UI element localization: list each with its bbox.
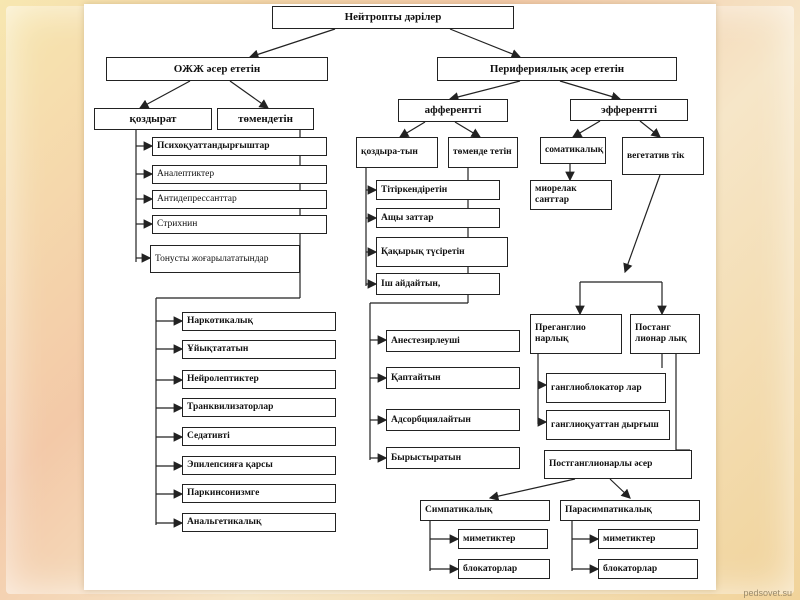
- cns-box: ОЖЖ әсер ететін: [106, 57, 328, 81]
- depr-item: Анальгетикалық: [182, 513, 336, 532]
- stim-item: Антидепрессанттар: [152, 190, 327, 209]
- aff-stim-item: Тітіркендіретін: [376, 180, 500, 200]
- ganglioblockers-box: ганглиоблокатор лар: [546, 373, 666, 403]
- postganglionic-effect-box: Постганглионарлы әсер: [544, 450, 692, 479]
- watermark: pedsovet.su: [743, 588, 792, 598]
- sympathetic-box: Симпатикалық: [420, 500, 550, 521]
- title-box: Нейтропты дәрілер: [272, 6, 514, 29]
- stim-item: Стрихнин: [152, 215, 327, 234]
- aff-depr-box: төменде тетін: [448, 137, 518, 168]
- aff-stim-box: қоздыра-тын: [356, 137, 438, 168]
- symp-mimetics-box: миметиктер: [458, 529, 548, 549]
- muscle-relaxants-box: миорелак санттар: [530, 180, 612, 210]
- depr-item: Паркинсонизмге: [182, 484, 336, 503]
- stim-item: Психоқуаттандырғыштар: [152, 137, 327, 156]
- depr-item: Нейролептиктер: [182, 370, 336, 389]
- aff-depr-item: Адсорбциялайтын: [386, 409, 520, 431]
- somatic-box: соматикалық: [540, 137, 606, 164]
- aff-stim-item: Іш айдайтын,: [376, 273, 500, 295]
- depressing-box: төмендетін: [217, 108, 314, 130]
- depr-item: Седативті: [182, 427, 336, 446]
- aff-depr-item: Бырыстыратын: [386, 447, 520, 469]
- vegetative-box: вегетатив тік: [622, 137, 704, 175]
- efferent-box: эфферентті: [570, 99, 688, 121]
- afferent-box: афферентті: [398, 99, 508, 122]
- para-mimetics-box: миметиктер: [598, 529, 698, 549]
- depr-item: Эпилепсияға қарсы: [182, 456, 336, 475]
- stimulating-box: қоздырат: [94, 108, 212, 130]
- aff-stim-item: Қақырық түсіретін: [376, 237, 508, 267]
- stim-item: Аналептиктер: [152, 165, 327, 184]
- symp-blockers-box: блокаторлар: [458, 559, 550, 579]
- ganglio-stimulants-box: ганглиоқуаттан дырғыш: [546, 410, 670, 440]
- preganglionic-box: Преганглио нарлық: [530, 314, 622, 354]
- aff-stim-item: Ащы заттар: [376, 208, 500, 228]
- para-blockers-box: блокаторлар: [598, 559, 698, 579]
- parasympathetic-box: Парасимпатикалық: [560, 500, 700, 521]
- postganglionic-box: Постанг лионар лық: [630, 314, 700, 354]
- stim-item: Тонусты жоғарылататындар: [150, 245, 300, 273]
- peripheral-box: Перифериялық әсер ететін: [437, 57, 677, 81]
- aff-depr-item: Қаптайтын: [386, 367, 520, 389]
- depr-item: Наркотикалық: [182, 312, 336, 331]
- aff-depr-item: Анестезирлеуші: [386, 330, 520, 352]
- depr-item: Ұйықтататын: [182, 340, 336, 359]
- depr-item: Транквилизаторлар: [182, 398, 336, 417]
